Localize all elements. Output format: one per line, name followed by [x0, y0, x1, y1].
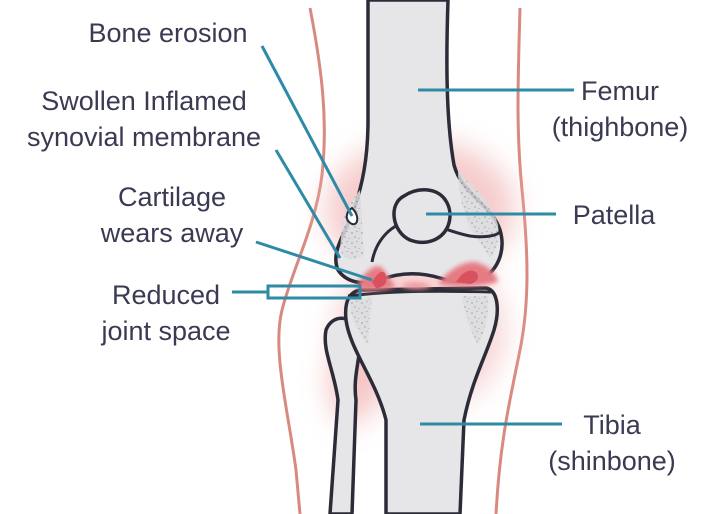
label-bone-erosion: Bone erosion — [88, 18, 247, 48]
leg-outline-right — [496, 8, 527, 514]
label-femur-line2: (thighbone) — [552, 112, 689, 142]
label-synovial-line2: synovial membrane — [27, 122, 261, 152]
label-tibia-line2: (shinbone) — [548, 446, 676, 476]
label-cartilage-line1: Cartilage — [118, 182, 226, 212]
patella-bone — [394, 190, 450, 243]
label-synovial-line1: Swollen Inflamed — [41, 86, 247, 116]
label-joint-space-line1: Reduced — [112, 280, 220, 310]
leader-bone-erosion — [262, 46, 352, 216]
label-joint-space-line2: joint space — [100, 316, 230, 346]
label-cartilage-line2: wears away — [100, 218, 244, 248]
label-femur-line1: Femur — [581, 76, 659, 106]
label-patella: Patella — [573, 200, 657, 230]
label-tibia-line1: Tibia — [583, 410, 642, 440]
